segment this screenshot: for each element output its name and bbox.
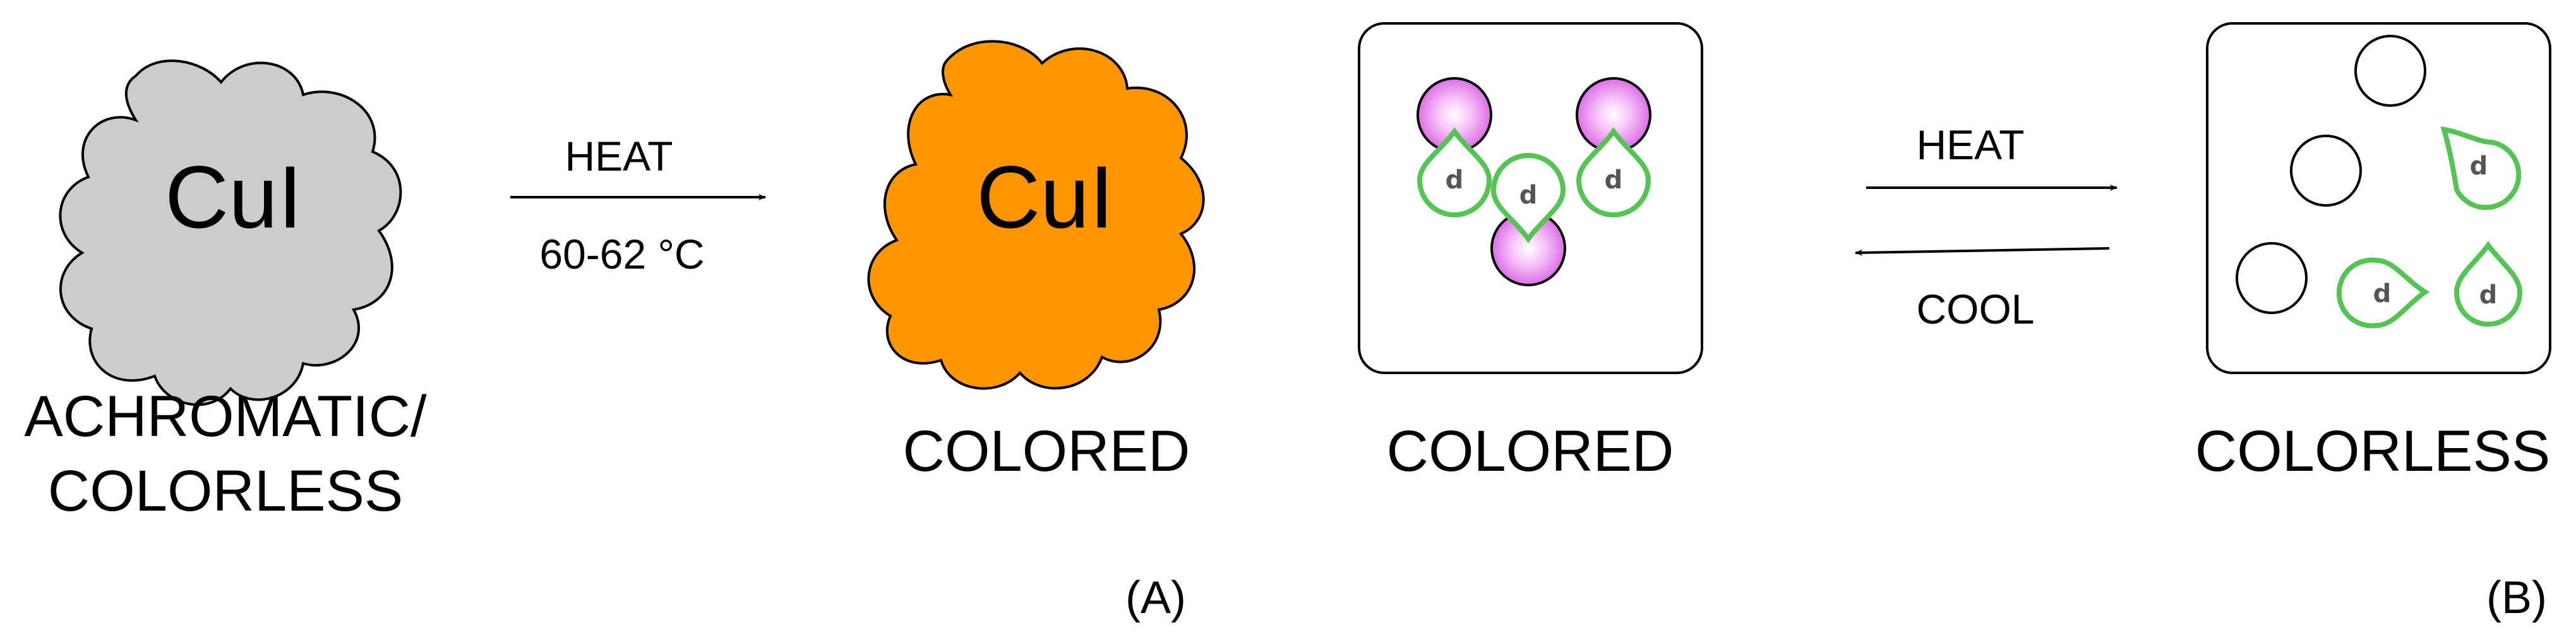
bound-dye-drop: d	[1490, 153, 1566, 243]
caption-achromatic-line1: ACHROMATIC/	[24, 384, 427, 449]
arrow-b-reverse	[1855, 247, 2110, 256]
colored-cui-cloud	[867, 40, 1205, 390]
free-dye-drop: d	[2336, 257, 2430, 329]
caption-achromatic-line2: COLORLESS	[48, 459, 403, 523]
formula-after: CuI	[976, 147, 1114, 246]
svg-text:d: d	[1446, 166, 1464, 195]
caption-colorless-b: COLORLESS	[2195, 419, 2550, 483]
panel-b-label: (B)	[2486, 573, 2547, 623]
caption-colored-b: COLORED	[1387, 419, 1674, 483]
svg-text:d: d	[1519, 181, 1538, 210]
svg-text:d: d	[2470, 152, 2488, 181]
bound-dye-drop: d	[1576, 127, 1651, 217]
arrow-b-reverse-label: COOL	[1916, 286, 2034, 332]
arrow-a-top-label: HEAT	[565, 133, 673, 179]
arrow-b-forward-label: HEAT	[1916, 121, 2024, 168]
achromatic-cui-cloud	[59, 59, 402, 406]
free-sphere	[2354, 35, 2426, 107]
svg-text:d: d	[2479, 281, 2498, 310]
arrow-a-bottom-label: 60-62 °C	[539, 231, 704, 277]
free-sphere	[2236, 242, 2308, 314]
free-sphere	[2290, 135, 2362, 207]
panel-a: CuI HEAT 60-62 °C CuI ACHROMATIC/ COLORL…	[24, 40, 1205, 623]
panel-b: d d d COLORED HEAT COOL d d	[1358, 22, 2551, 623]
caption-colored-a: COLORED	[903, 419, 1190, 483]
free-dye-drop: d	[2453, 241, 2523, 327]
svg-text:d: d	[1605, 166, 1623, 195]
svg-text:d: d	[2373, 279, 2392, 308]
bound-dye-drop: d	[1417, 127, 1492, 217]
panel-a-label: (A)	[1125, 573, 1186, 623]
formula-before: CuI	[165, 147, 303, 246]
free-dye-drop: d	[2440, 126, 2522, 210]
